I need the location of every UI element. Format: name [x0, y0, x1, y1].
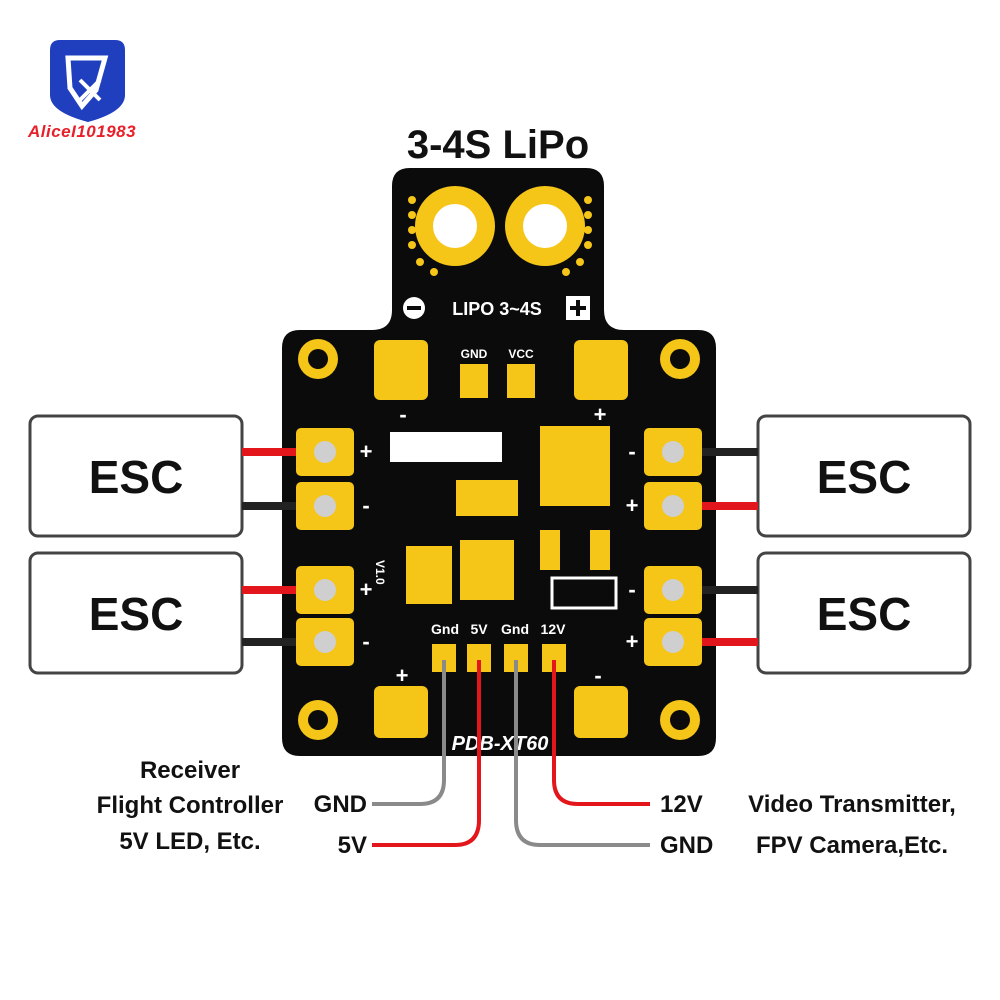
wire-label-right-12v: 12V [660, 791, 703, 818]
pin-label-5v: 5V [470, 621, 488, 637]
right-caption-line2: FPV Camera,Etc. [756, 832, 948, 859]
diamond-logo-icon [50, 40, 125, 122]
board-model: PDB-XT60 [452, 733, 549, 755]
esc-sign-r4: + [626, 629, 639, 654]
board-plus-top: + [594, 402, 607, 427]
svg-text:ESC: ESC [89, 588, 184, 640]
esc-box-bottom-right: ESC [756, 551, 972, 675]
esc-sign-l1: + [360, 439, 373, 464]
pin-label-12v: 12V [541, 621, 567, 637]
esc-sign-l3: + [360, 577, 373, 602]
esc-box-top-right: ESC [756, 414, 972, 538]
output-wires [372, 660, 650, 847]
gnd-label: GND [461, 347, 488, 361]
board-minus-bottom: - [594, 663, 601, 688]
svg-text:ESC: ESC [89, 451, 184, 503]
svg-text:ESC: ESC [817, 588, 912, 640]
left-caption-line2: Flight Controller [97, 792, 284, 819]
esc-box-top-left: ESC [28, 414, 244, 538]
left-caption-line1: Receiver [140, 757, 240, 784]
lipo-label: LIPO 3~4S [452, 299, 542, 319]
esc-sign-r3: - [628, 577, 635, 602]
brand-logo-text: AliceI101983 [28, 122, 137, 141]
left-caption-line3: 5V LED, Etc. [119, 828, 260, 855]
svg-text:ESC: ESC [817, 451, 912, 503]
wire-label-left-5v: 5V [338, 832, 367, 859]
esc-sign-r2: + [626, 493, 639, 518]
title: 3-4S LiPo [407, 123, 589, 167]
pin-label-gnd1: Gnd [431, 621, 459, 637]
esc-sign-l2: - [362, 493, 369, 518]
battery-positive-pad [505, 186, 585, 266]
esc-sign-l4: - [362, 629, 369, 654]
board-plus-bottom: + [396, 663, 409, 688]
board-minus-top: - [399, 402, 406, 427]
vcc-label: VCC [508, 347, 534, 361]
esc-box-bottom-left: ESC [28, 551, 244, 675]
battery-negative-pad [415, 186, 495, 266]
wire-label-left-gnd: GND [314, 791, 367, 818]
right-caption-line1: Video Transmitter, [748, 791, 956, 818]
esc-sign-r1: - [628, 439, 635, 464]
wire-label-right-gnd: GND [660, 832, 713, 859]
board-version: V1.0 [373, 560, 387, 585]
pin-label-gnd2: Gnd [501, 621, 529, 637]
